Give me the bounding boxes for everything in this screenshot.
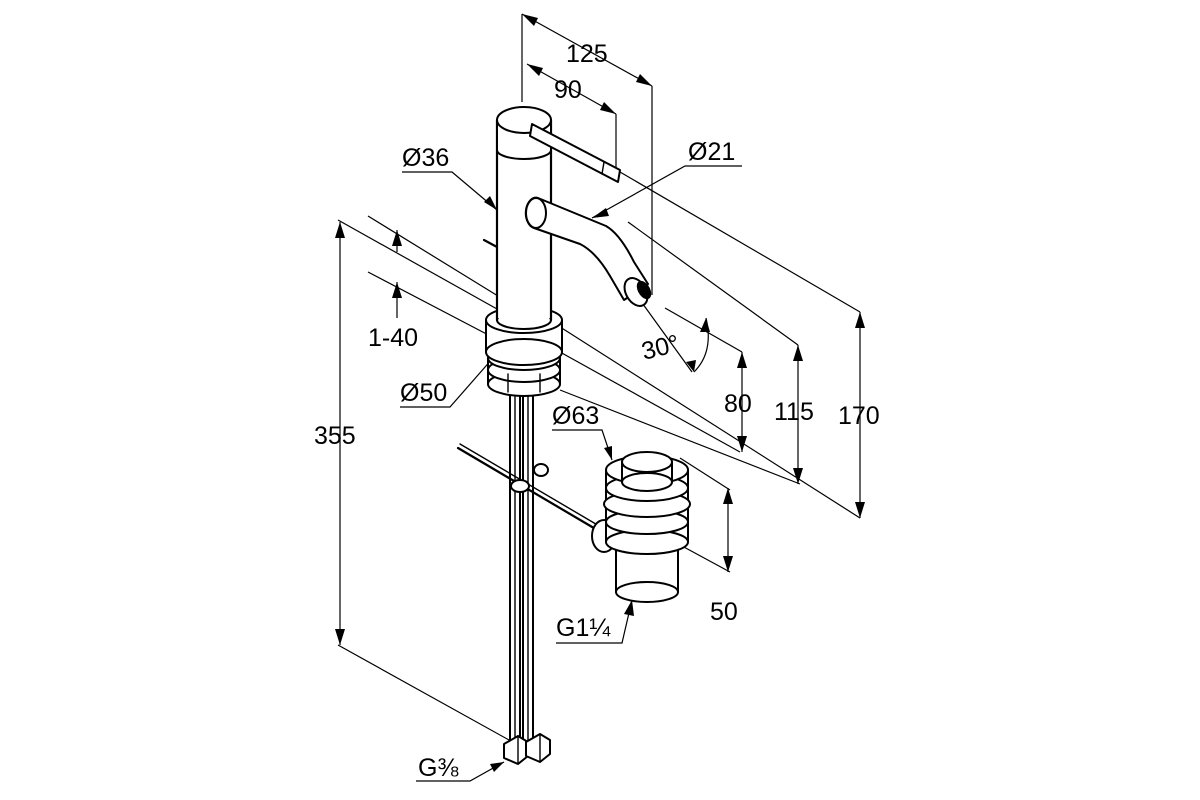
label-deck-thickness: 1-40 xyxy=(368,324,418,352)
lever-handle xyxy=(529,123,621,183)
label-body-diameter: Ø36 xyxy=(402,144,449,172)
faucet-body xyxy=(482,106,563,397)
popup-waste xyxy=(591,451,691,603)
supply-hoses xyxy=(509,391,534,743)
label-waste-diameter: Ø63 xyxy=(552,402,599,430)
dimension-lines xyxy=(337,13,861,782)
label-lever-height: 170 xyxy=(838,402,880,430)
label-outlet-height: 80 xyxy=(724,390,752,418)
label-spout-angle: 30° xyxy=(639,330,682,366)
dimension-arrows xyxy=(335,14,865,772)
label-base-diameter: Ø50 xyxy=(400,379,447,407)
label-spout-height: 115 xyxy=(774,398,814,426)
label-lever-reach: 90 xyxy=(554,76,582,104)
label-supply-thread: G⅜ xyxy=(418,754,458,782)
dimension-labels: 125 90 Ø36 Ø21 355 1-40 Ø50 30° 80 115 1… xyxy=(314,40,880,782)
spout xyxy=(524,196,652,307)
label-spout-diameter: Ø21 xyxy=(688,138,735,166)
label-spout-reach: 125 xyxy=(566,40,608,68)
label-waste-height: 50 xyxy=(710,598,738,626)
supply-connectors xyxy=(503,733,551,765)
label-waste-thread: G1¼ xyxy=(556,614,611,642)
popup-rod xyxy=(456,443,607,536)
label-overall-height: 355 xyxy=(314,422,356,450)
